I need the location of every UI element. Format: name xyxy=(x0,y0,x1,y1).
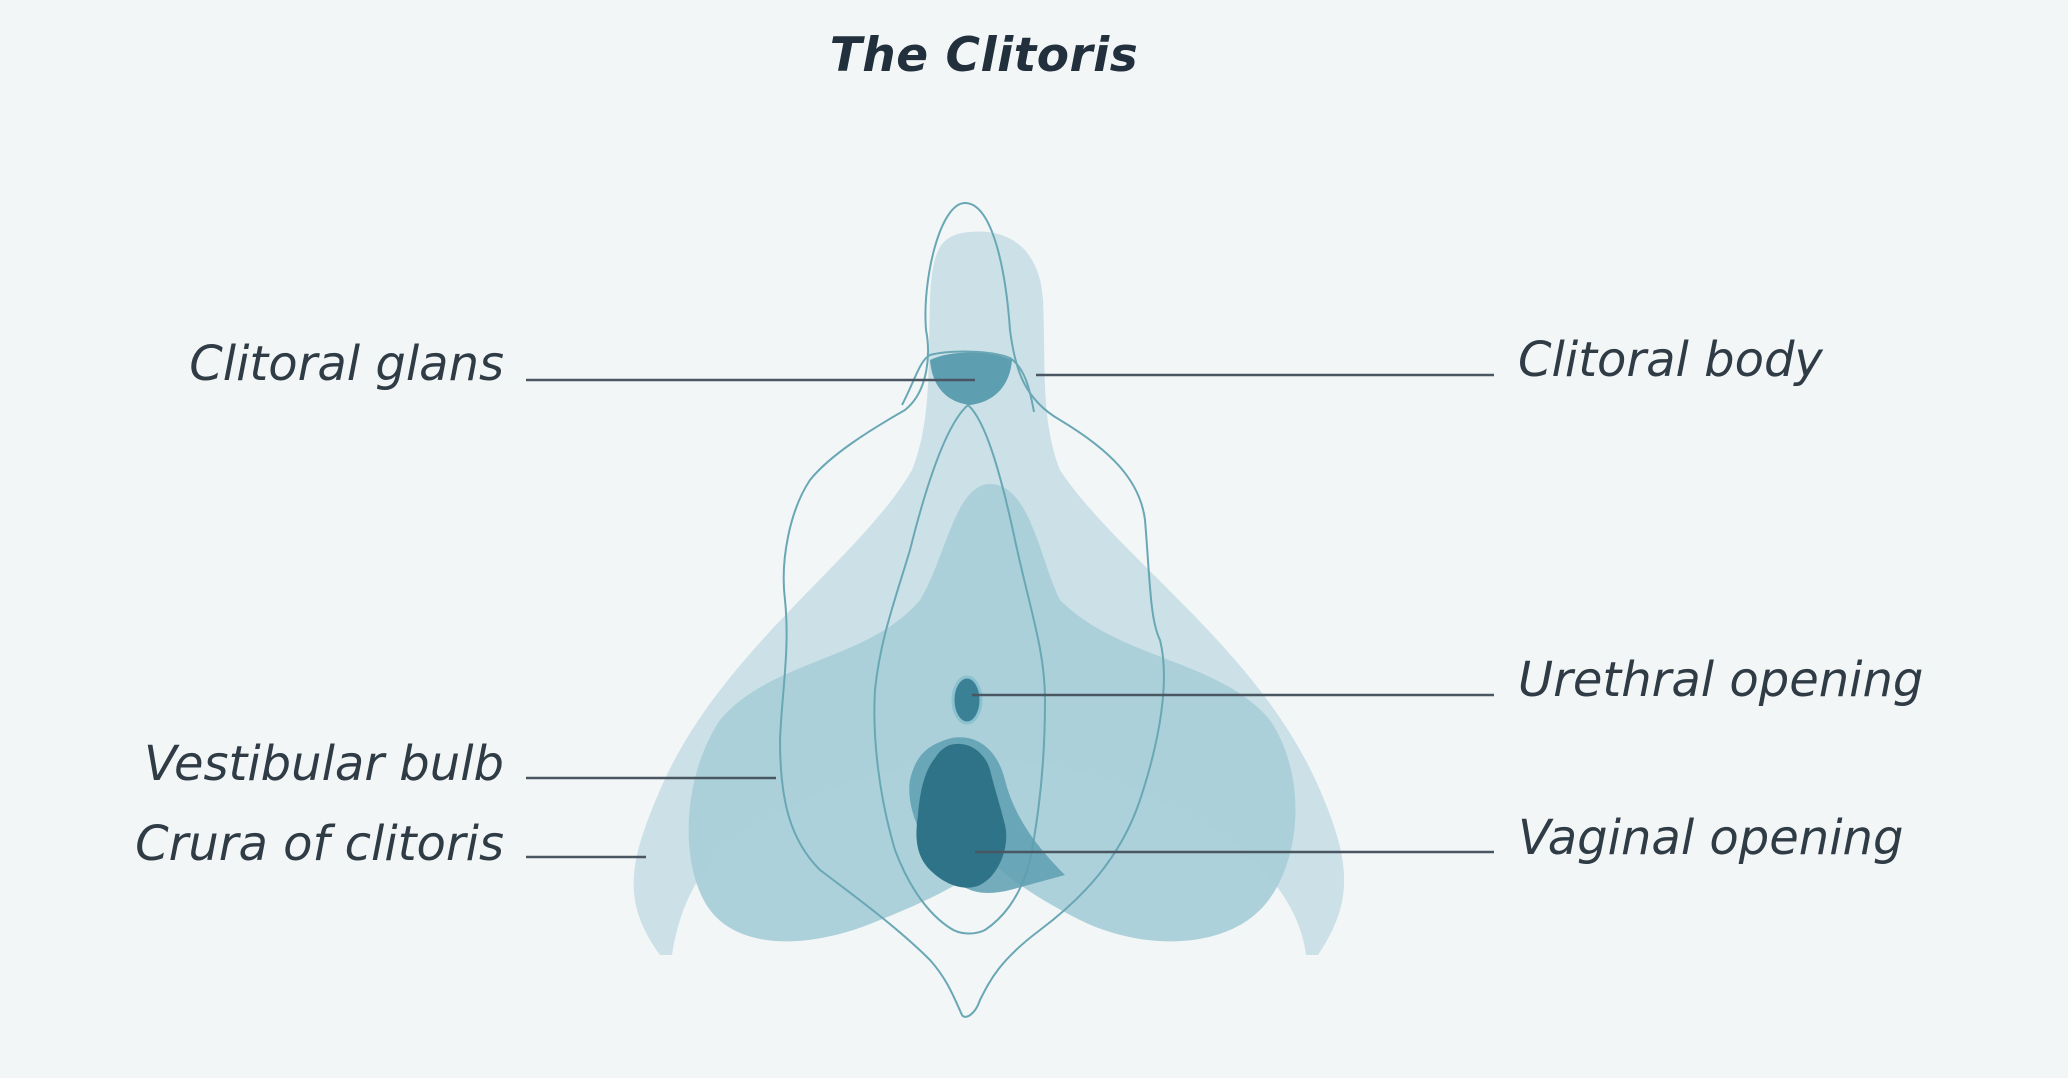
inner-outline xyxy=(873,403,1047,935)
label-vestibular-bulb: Vestibular bulb xyxy=(144,736,504,792)
outer-outline xyxy=(778,201,1165,1018)
hood-outline xyxy=(901,350,1035,413)
label-clitoral-glans: Clitoral glans xyxy=(189,336,504,392)
label-urethral-opening: Urethral opening xyxy=(1518,652,1923,708)
label-vaginal-opening: Vaginal opening xyxy=(1518,810,1903,866)
vestibular-bulb-shape xyxy=(688,484,1296,942)
label-clitoral-body: Clitoral body xyxy=(1518,332,1823,388)
urethral-opening-shape xyxy=(951,675,983,725)
label-crura-of-clitoris: Crura of clitoris xyxy=(135,816,504,872)
page-title: The Clitoris xyxy=(829,28,1139,83)
